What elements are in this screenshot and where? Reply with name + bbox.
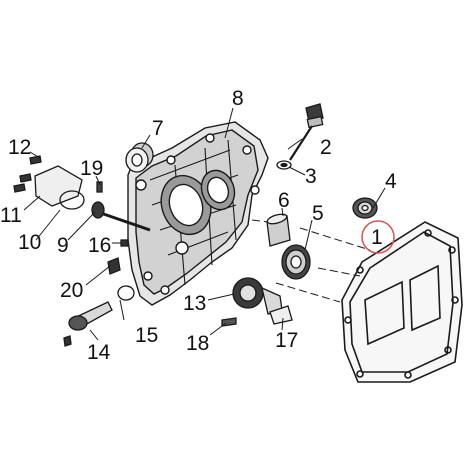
label-part-13: 13 bbox=[183, 292, 207, 315]
label-part-17: 17 bbox=[275, 329, 299, 352]
label-part-7: 7 bbox=[152, 117, 164, 140]
label-part-6: 6 bbox=[278, 189, 290, 212]
label-part-3: 3 bbox=[305, 165, 317, 188]
alignment-lines bbox=[251, 219, 371, 303]
label-part-14: 14 bbox=[87, 341, 111, 364]
label-part-11: 11 bbox=[0, 204, 22, 227]
label-part-1: 1 bbox=[371, 226, 383, 249]
label-part-8: 8 bbox=[232, 87, 244, 110]
label-part-19: 19 bbox=[80, 157, 104, 180]
part-1-gasket bbox=[341, 221, 463, 383]
part-14-15-parts bbox=[63, 285, 135, 347]
label-part-4: 4 bbox=[385, 170, 397, 193]
leader-lines bbox=[23, 107, 386, 341]
label-part-9: 9 bbox=[57, 234, 69, 257]
crankcase-cover bbox=[127, 121, 269, 306]
part-2-dipstick bbox=[289, 103, 324, 161]
label-part-18: 18 bbox=[186, 332, 210, 355]
part-4-bearing bbox=[352, 197, 378, 219]
part-7-seal bbox=[125, 142, 154, 173]
part-5-bearing bbox=[281, 244, 311, 280]
label-part-10: 10 bbox=[18, 231, 42, 254]
label-part-12: 12 bbox=[8, 136, 32, 159]
part-3-oring bbox=[276, 160, 292, 170]
label-part-16: 16 bbox=[88, 234, 112, 257]
part-6-bushing bbox=[266, 213, 291, 247]
label-part-20: 20 bbox=[60, 279, 84, 302]
label-part-2: 2 bbox=[320, 136, 332, 159]
part-13-17-18-parts bbox=[221, 277, 293, 327]
highlight-circle bbox=[361, 220, 395, 254]
label-part-15: 15 bbox=[135, 324, 159, 347]
part-9-11-assembly bbox=[13, 155, 151, 232]
label-part-5: 5 bbox=[312, 202, 324, 225]
